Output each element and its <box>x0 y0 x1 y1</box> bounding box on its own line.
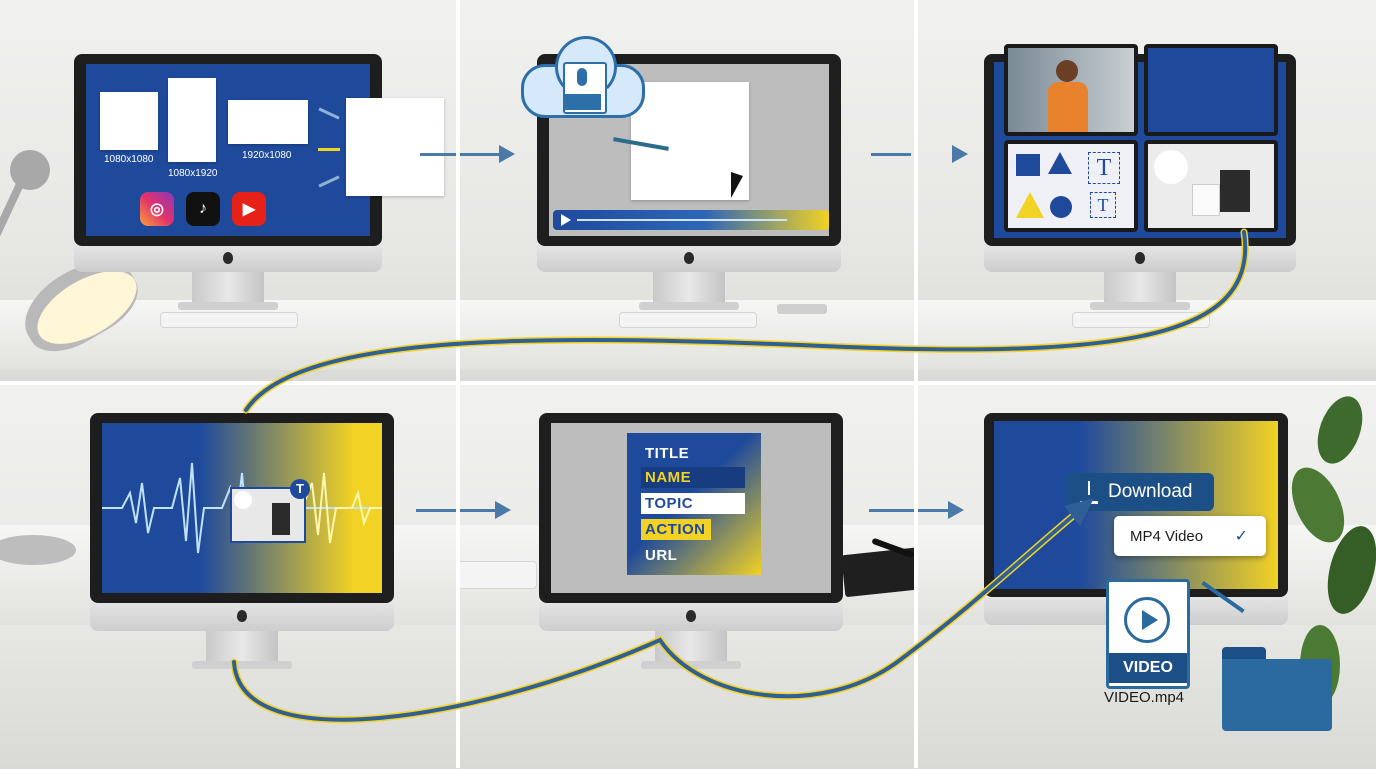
size-label: 1080x1080 <box>104 154 154 165</box>
text-tool-icon: T <box>1090 192 1116 218</box>
text-badge-icon: T <box>290 479 310 499</box>
field-topic[interactable]: TOPIC <box>641 493 745 514</box>
play-icon[interactable] <box>561 214 571 226</box>
monitor: T <box>90 413 394 675</box>
panel-step-5-text-fields: TITLE NAME TOPIC ACTION URL <box>459 385 917 769</box>
keyboard <box>1072 312 1210 328</box>
play-circle-icon <box>1124 597 1170 643</box>
field-name[interactable]: NAME <box>641 467 745 488</box>
square-shape-icon <box>1016 154 1040 176</box>
flow-arrow-head <box>495 501 511 519</box>
field-title[interactable]: TITLE <box>645 445 690 462</box>
laptop-badge-icon <box>1154 150 1188 184</box>
panel-step-4-waveform: T <box>0 385 458 769</box>
monitor: 1080x1080 1080x1920 1920x1080 ◎ ♪ ▶ <box>74 54 444 314</box>
format-option-label: MP4 Video <box>1130 527 1204 545</box>
cloud-microphone-icon <box>521 32 645 118</box>
panel-step-3-media: T T <box>918 0 1376 384</box>
keyboard <box>619 312 757 328</box>
youtube-icon: ▶ <box>232 192 266 226</box>
desk-lamp-base <box>0 535 76 565</box>
shapes-and-text-tile[interactable]: T T <box>1004 140 1138 232</box>
size-label: 1920x1080 <box>242 150 292 161</box>
keyboard <box>160 312 298 328</box>
curved-arrow-icon <box>318 175 340 188</box>
flow-arrow-head <box>952 145 968 163</box>
flow-arrow-head <box>499 145 515 163</box>
monitor-screen: TITLE NAME TOPIC ACTION URL <box>551 423 831 593</box>
flow-arrow <box>459 153 499 156</box>
blue-tile[interactable] <box>1144 44 1278 136</box>
arrow-icon <box>318 148 340 151</box>
monitor: TITLE NAME TOPIC ACTION URL <box>539 413 843 675</box>
download-button[interactable]: Download <box>1066 473 1214 511</box>
flow-arrow <box>871 153 911 156</box>
product-photo-tile[interactable] <box>1144 140 1278 232</box>
panel-step-1-formats: 1080x1080 1080x1920 1920x1080 ◎ ♪ ▶ <box>0 0 458 384</box>
panel-divider <box>0 381 1376 385</box>
panel-step-6-download: Download MP4 Video ✓ VIDEO VIDEO.mp4 <box>918 385 1376 769</box>
text-field-card: TITLE NAME TOPIC ACTION URL <box>627 433 761 575</box>
canvas <box>631 82 749 200</box>
download-icon <box>1080 480 1098 504</box>
apple-logo-icon <box>686 610 696 622</box>
video-file-icon: VIDEO <box>1106 579 1190 689</box>
laptop-badge-icon <box>234 491 252 509</box>
flow-arrow <box>869 509 917 512</box>
text-tool-icon: T <box>1088 152 1120 184</box>
flow-arrow-head <box>948 501 964 519</box>
audio-player[interactable] <box>553 210 829 230</box>
output-canvas <box>346 98 444 196</box>
monitor-screen: 1080x1080 1080x1920 1920x1080 ◎ ♪ ▶ <box>86 64 370 236</box>
apple-logo-icon <box>1135 252 1145 264</box>
portrait-canvas <box>168 78 216 162</box>
apple-logo-icon <box>237 610 247 622</box>
curved-arrow-icon <box>318 107 340 120</box>
flow-arrow <box>918 509 948 512</box>
landscape-canvas <box>228 100 308 144</box>
file-type-badge: VIDEO <box>1109 653 1187 683</box>
folder-icon <box>1222 647 1332 731</box>
circle-shape-icon <box>1050 196 1072 218</box>
desk-lamp <box>0 140 150 366</box>
field-url[interactable]: URL <box>645 547 678 564</box>
square-canvas <box>100 92 158 150</box>
apple-logo-icon <box>684 252 694 264</box>
triangle-shape-icon <box>1016 192 1044 218</box>
mouse-cursor-icon <box>731 172 743 198</box>
file-name-label: VIDEO.mp4 <box>1104 689 1185 706</box>
person-photo-tile[interactable] <box>1004 44 1138 136</box>
format-option-mp4[interactable]: MP4 Video ✓ <box>1114 516 1266 556</box>
instagram-icon: ◎ <box>140 192 174 226</box>
apple-logo-icon <box>223 252 233 264</box>
flow-arrow <box>416 509 458 512</box>
check-icon: ✓ <box>1234 528 1248 545</box>
flow-arrow <box>459 509 495 512</box>
triangle-shape-icon <box>1048 152 1072 174</box>
size-label: 1080x1920 <box>168 168 218 179</box>
monitor-screen: T <box>102 423 382 593</box>
shopping-bag-icon <box>1220 170 1250 212</box>
panel-step-2-upload <box>459 0 917 384</box>
field-action[interactable]: ACTION <box>641 519 711 540</box>
tiktok-icon: ♪ <box>186 192 220 226</box>
flow-arrow <box>420 153 458 156</box>
keyboard <box>459 561 537 589</box>
download-label: Download <box>1108 481 1193 502</box>
phone <box>777 304 827 314</box>
waveform <box>577 219 787 221</box>
